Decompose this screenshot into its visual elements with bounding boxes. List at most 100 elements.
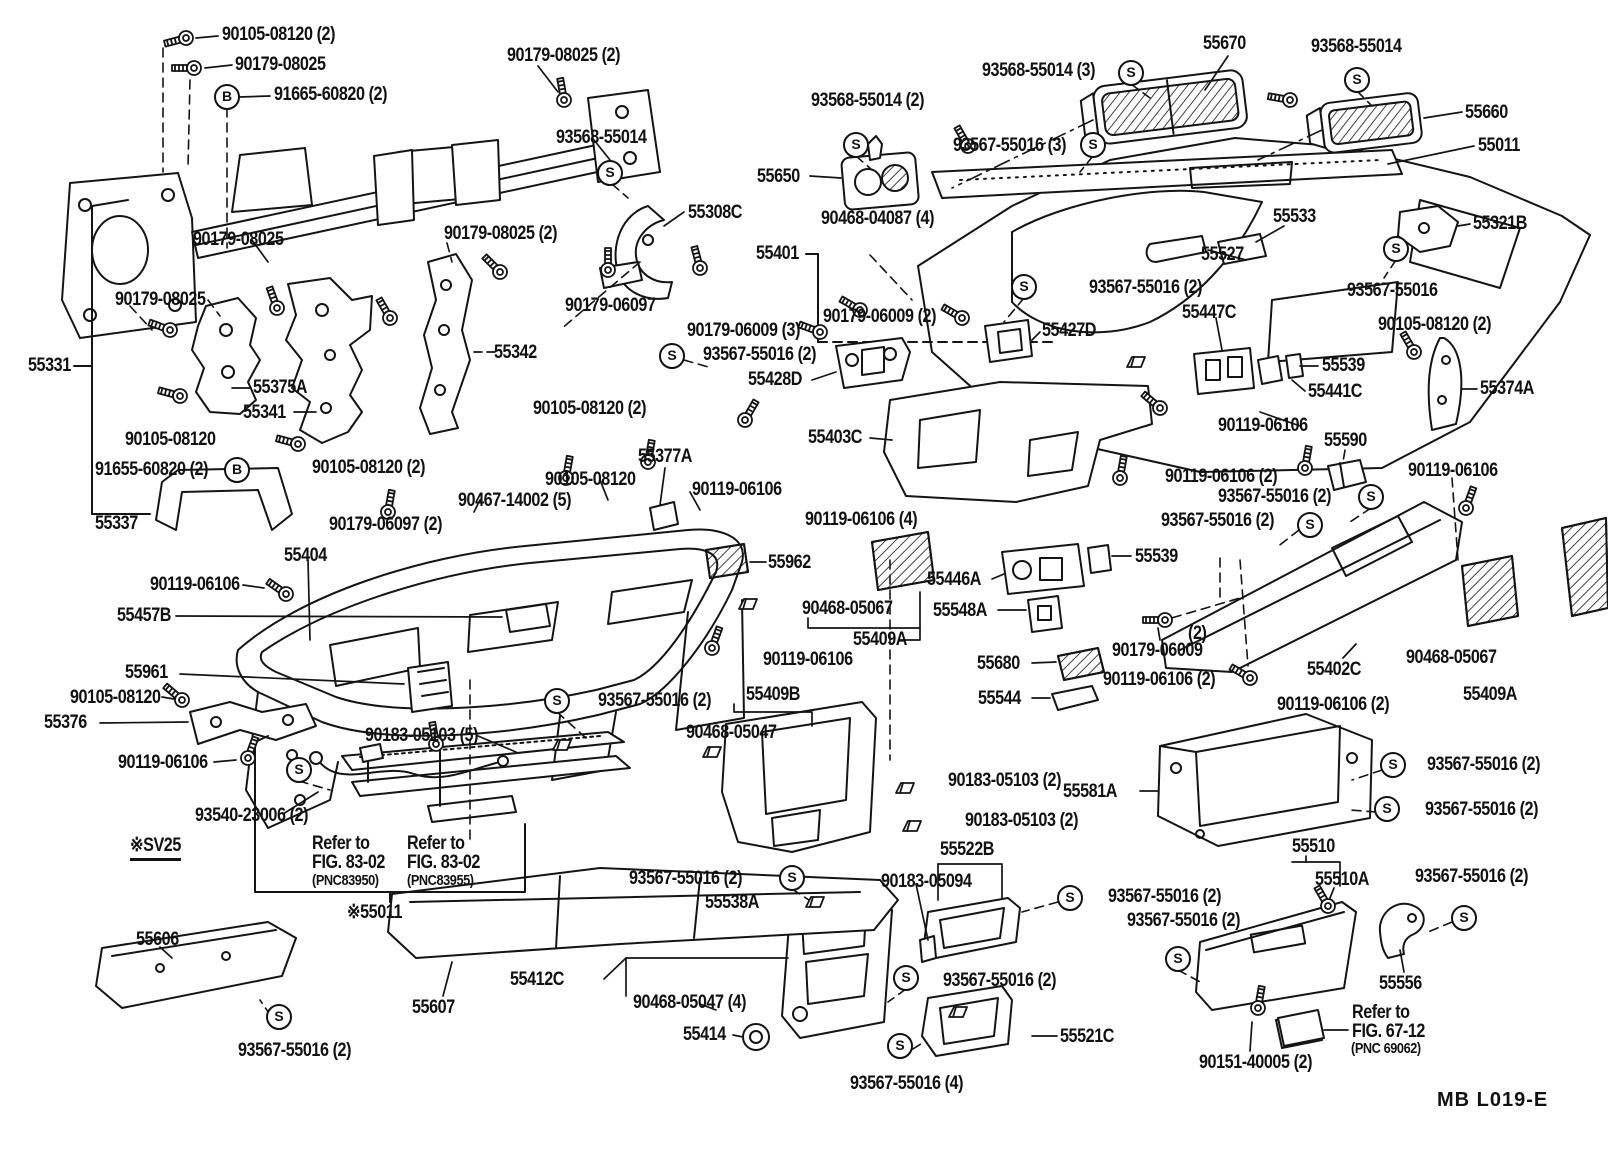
part-label: 55962 bbox=[768, 552, 811, 573]
part-label: 55522B bbox=[940, 839, 995, 860]
part-label: 55539 bbox=[1322, 355, 1365, 376]
part-label: 90179-06009 bbox=[1112, 640, 1203, 661]
bracket-55376 bbox=[189, 701, 317, 745]
part-label: 55375A bbox=[253, 377, 308, 398]
part-label: 90183-05103 (2) bbox=[948, 770, 1062, 791]
part-label: (PNC83955) bbox=[407, 872, 474, 889]
part-label: 55680 bbox=[977, 653, 1020, 674]
glovebox-housing-55581A bbox=[1157, 713, 1373, 847]
part-label: 55308C bbox=[688, 202, 743, 223]
part-label: 55404 bbox=[284, 545, 327, 566]
glovebox-door-55510 bbox=[1195, 901, 1357, 1011]
circled-s-symbol: S bbox=[843, 132, 869, 158]
pocket-55521C bbox=[921, 985, 1013, 1057]
part-label: 90468-05047 (4) bbox=[633, 992, 747, 1013]
trim-55544 bbox=[1051, 685, 1099, 711]
part-label: 93567-55016 (4) bbox=[850, 1073, 964, 1094]
part-label: 55544 bbox=[978, 688, 1021, 709]
part-label: 55961 bbox=[125, 662, 168, 683]
circled-s-symbol: S bbox=[544, 688, 570, 714]
part-label: 90105-08120 (2) bbox=[533, 398, 647, 419]
circled-s-symbol: S bbox=[887, 1033, 913, 1059]
part-label: 55337 bbox=[95, 513, 138, 534]
circled-s-symbol: S bbox=[659, 343, 685, 369]
circled-s-symbol: S bbox=[286, 757, 312, 783]
part-label: 55581A bbox=[1063, 781, 1118, 802]
part-label: 90179-06097 bbox=[565, 295, 656, 316]
part-label: 55510A bbox=[1315, 869, 1370, 890]
part-label: 90105-08120 (2) bbox=[222, 24, 336, 45]
part-label: 91655-60820 (2) bbox=[95, 459, 209, 480]
part-label: 93567-55016 (2) bbox=[1218, 486, 1332, 507]
clip-55548A bbox=[1027, 595, 1063, 633]
part-label: 93567-55016 (2) bbox=[598, 690, 712, 711]
part-label: 93567-55016 (2) bbox=[1108, 886, 1222, 907]
part-label: ※55011 bbox=[347, 902, 403, 923]
part-label: 90468-05067 bbox=[1406, 647, 1497, 668]
part-label: 55374A bbox=[1480, 378, 1535, 399]
part-label: 55341 bbox=[243, 402, 286, 423]
part-label: 90179-08025 bbox=[235, 54, 326, 75]
part-label: 55331 bbox=[28, 355, 71, 376]
bracket-55374A bbox=[1427, 337, 1463, 431]
switch-55961 bbox=[407, 661, 453, 713]
part-label: 93567-55016 (2) bbox=[1161, 510, 1275, 531]
clip-55590 bbox=[1327, 459, 1367, 491]
bracket-55428D bbox=[835, 337, 911, 389]
part-label: 90119-06106 bbox=[1408, 460, 1498, 481]
check-strap-55556 bbox=[1378, 902, 1425, 959]
part-label: 90119-06106 (2) bbox=[1277, 694, 1390, 715]
circled-s-symbol: S bbox=[1165, 946, 1191, 972]
circled-s-symbol: S bbox=[1383, 236, 1409, 262]
bracket-55427D bbox=[984, 319, 1033, 363]
switch-fig67 bbox=[1277, 1009, 1325, 1047]
part-label: 90119-06106 (2) bbox=[1165, 466, 1278, 487]
part-label: 55447C bbox=[1182, 302, 1237, 323]
grille-55409A-left bbox=[871, 531, 935, 591]
part-label: 90119-06106 bbox=[763, 649, 853, 670]
vent-55650 bbox=[840, 135, 920, 211]
part-label: 55427D bbox=[1042, 320, 1097, 341]
part-label: 55533 bbox=[1273, 206, 1316, 227]
part-label: 55446A bbox=[927, 569, 982, 590]
pad-55606 bbox=[95, 921, 297, 1009]
part-label: 55402C bbox=[1307, 659, 1362, 680]
pad-55607 bbox=[387, 867, 899, 959]
part-label: 55441C bbox=[1308, 381, 1363, 402]
part-label: 90183-05103 (2) bbox=[965, 810, 1079, 831]
circled-s-symbol: S bbox=[1011, 274, 1037, 300]
part-label: (PNC 69062) bbox=[1351, 1040, 1421, 1057]
part-label: 93568-55014 bbox=[556, 127, 647, 148]
clip-55457B bbox=[505, 603, 551, 633]
part-label: FIG. 83-02 bbox=[312, 852, 385, 873]
circled-b-symbol: B bbox=[214, 84, 240, 110]
pillar-bracket-55375A bbox=[191, 297, 261, 415]
part-label: 55428D bbox=[748, 369, 803, 390]
part-label: 93568-55014 (2) bbox=[811, 90, 925, 111]
part-label: 55342 bbox=[494, 342, 537, 363]
part-label: 55510 bbox=[1292, 836, 1335, 857]
part-label: 55590 bbox=[1324, 430, 1367, 451]
switch-55539-mid bbox=[1087, 544, 1112, 574]
part-label: 90105-08120 bbox=[125, 429, 216, 450]
part-label: 90119-06106 bbox=[150, 574, 240, 595]
part-label: 93567-55016 (2) bbox=[1425, 799, 1539, 820]
circled-s-symbol: S bbox=[1358, 484, 1384, 510]
part-label: 55548A bbox=[933, 600, 988, 621]
part-label: 90467-14002 (5) bbox=[458, 490, 572, 511]
part-label: 93568-55014 bbox=[1311, 36, 1402, 57]
part-label: 55660 bbox=[1465, 102, 1508, 123]
part-label: 55412C bbox=[510, 969, 565, 990]
part-label: 90105-08120 bbox=[545, 469, 636, 490]
part-label: 90179-06097 (2) bbox=[329, 514, 443, 535]
part-label: 55321B bbox=[1473, 213, 1528, 234]
circled-s-symbol: S bbox=[893, 965, 919, 991]
part-label: 55409A bbox=[853, 629, 908, 650]
part-label: FIG. 83-02 bbox=[407, 852, 480, 873]
pillar-bracket-55341 bbox=[285, 277, 373, 444]
part-label: 93567-55016 (2) bbox=[943, 970, 1057, 991]
bracket-line-55331 bbox=[73, 199, 151, 515]
connector-55447C bbox=[1193, 347, 1304, 395]
